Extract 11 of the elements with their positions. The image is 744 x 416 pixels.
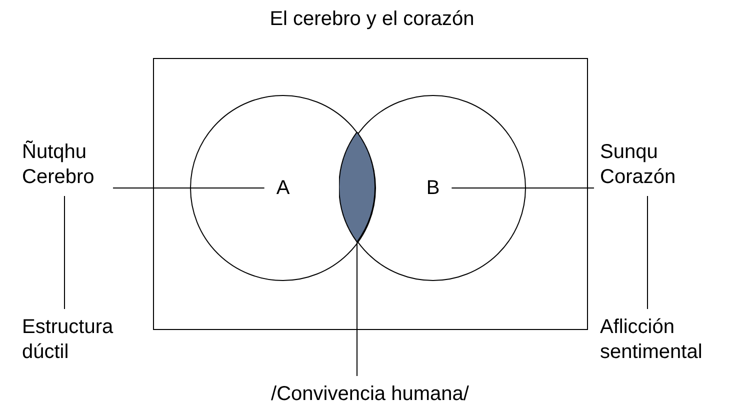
- intersection-region: [339, 132, 375, 242]
- diagram-title: El cerebro y el corazón: [268, 8, 476, 31]
- annotation-text: Sunqu Corazón: [600, 140, 695, 190]
- leader-line: [647, 196, 648, 310]
- annotation-text: /Convivencia humana/: [250, 382, 490, 407]
- set-letter: A: [276, 176, 290, 200]
- set-letter: B: [426, 176, 440, 200]
- annotation-text: Estructura dúctil: [22, 315, 142, 365]
- annotation-text: Aflicción sentimental: [600, 315, 730, 365]
- annotation-text: Ñutqhu Cerebro: [22, 140, 107, 190]
- leader-line: [64, 196, 65, 310]
